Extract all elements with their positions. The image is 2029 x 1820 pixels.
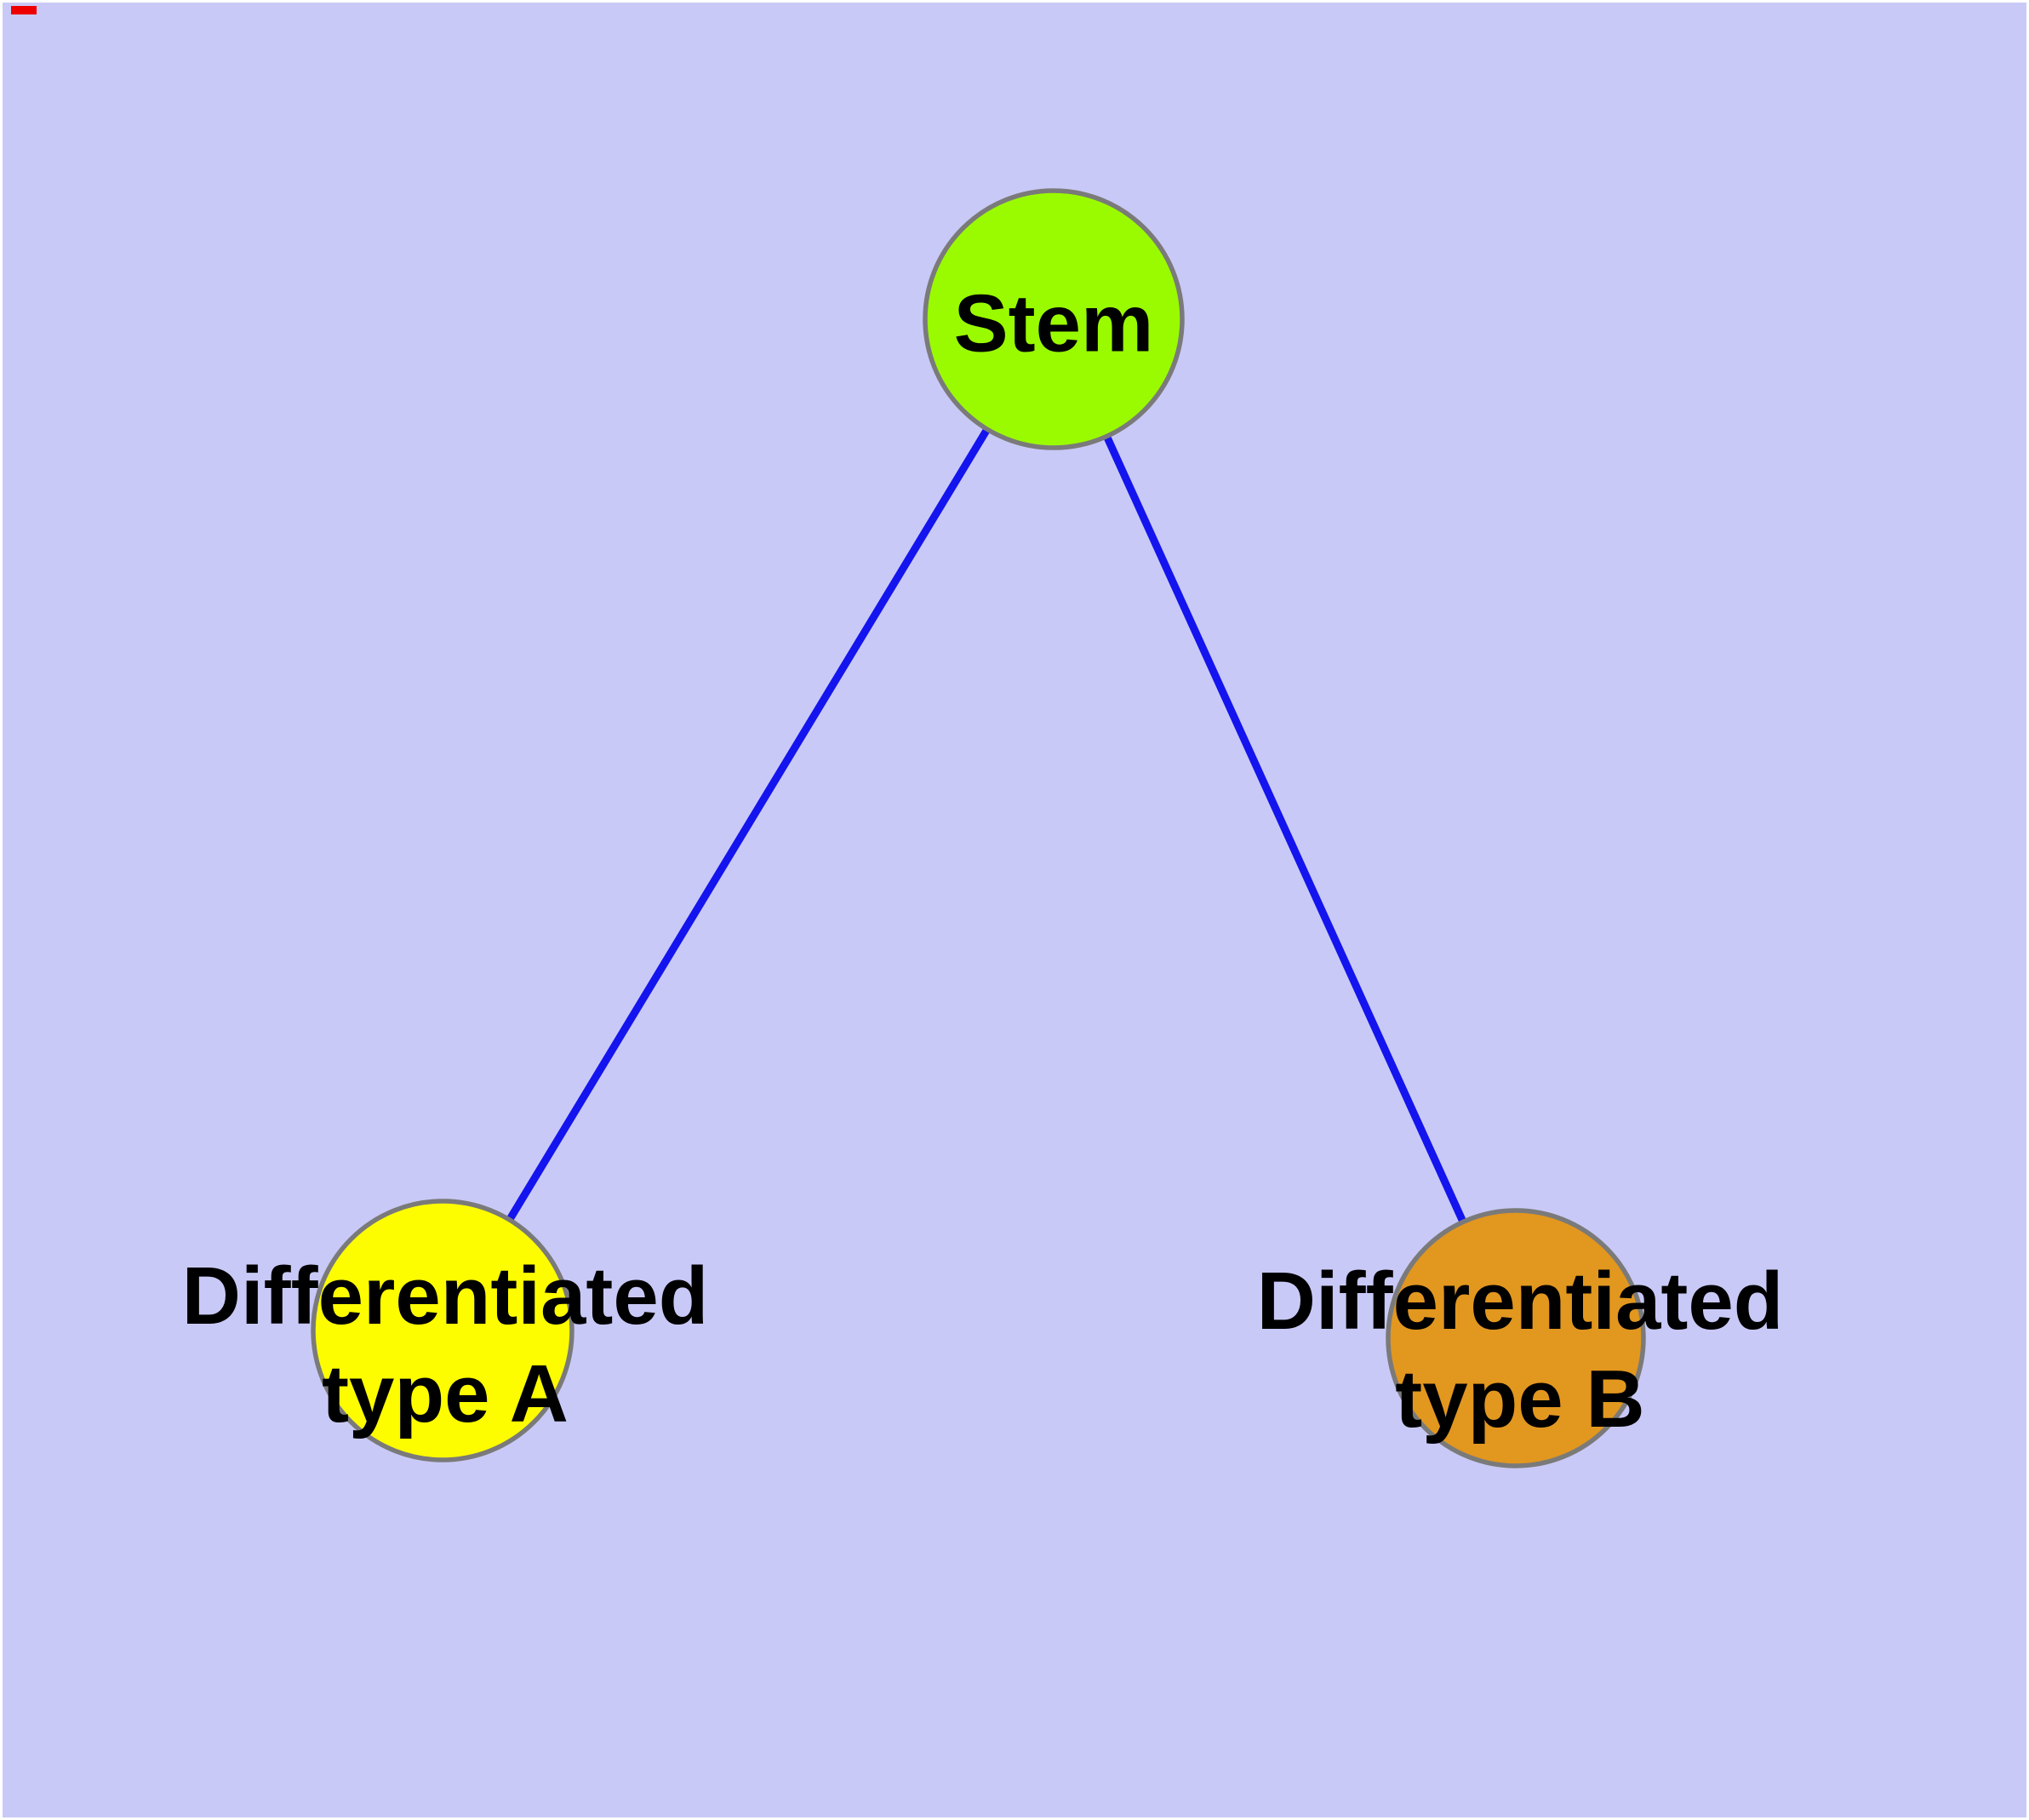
edge-stem-to-type-b[interactable] <box>1049 318 1520 1340</box>
node-label-type-b-line1: Differentiated <box>1256 1255 1784 1347</box>
node-label-differentiated-type-b: Differentiated type B <box>1257 1252 1784 1448</box>
node-differentiated-type-b[interactable] <box>1386 1208 1646 1468</box>
node-differentiated-type-a[interactable] <box>311 1199 574 1462</box>
edge-stem-to-type-a[interactable] <box>439 317 1057 1333</box>
node-stem[interactable] <box>923 188 1185 450</box>
node-label-differentiated-type-a: Differentiated type A <box>182 1247 709 1443</box>
node-label-stem: Stem <box>954 274 1154 372</box>
top-left-red-marker <box>11 6 37 14</box>
node-label-type-a-line1: Differentiated <box>181 1250 709 1342</box>
node-label-stem-text: Stem <box>953 278 1154 369</box>
node-label-type-b-line2: type B <box>1395 1354 1645 1445</box>
graph-svg <box>311 188 1646 1468</box>
diagram-canvas: Stem Differentiated type A Differentiate… <box>3 3 2026 1817</box>
node-label-type-a-line2: type A <box>322 1348 569 1439</box>
